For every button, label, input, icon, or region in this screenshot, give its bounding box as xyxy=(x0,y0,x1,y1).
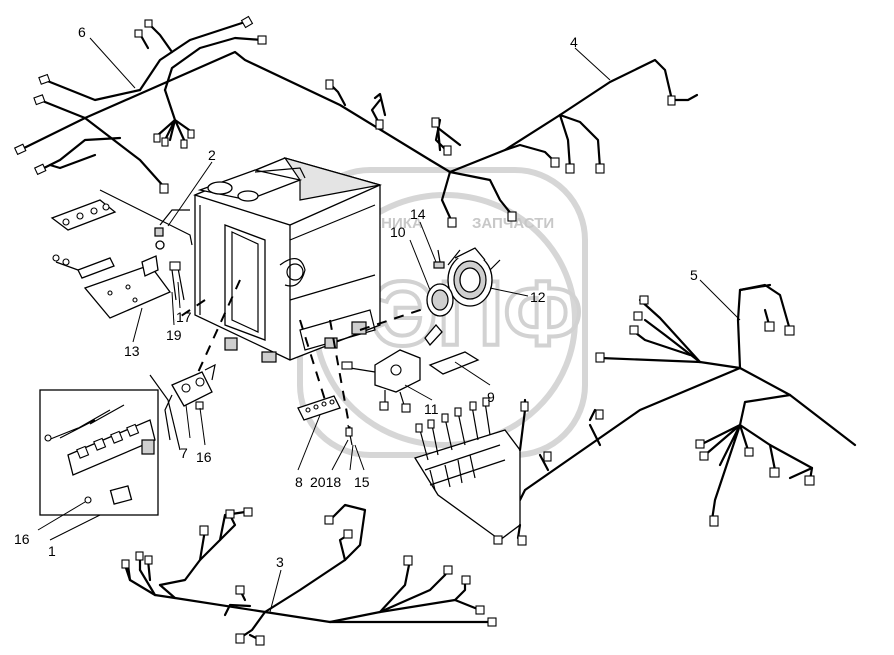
part-7-switch-block xyxy=(149,363,216,451)
part-10-ring xyxy=(426,283,454,317)
part-2-connector xyxy=(154,209,190,250)
part-13-relay-plate xyxy=(50,189,193,319)
callout-12: 12 xyxy=(530,289,546,305)
callout-20-18: 2018 xyxy=(310,474,341,490)
callout-15: 15 xyxy=(354,474,370,490)
part-8-fuse-block xyxy=(297,395,353,446)
harness-3 xyxy=(121,503,497,646)
callout-10: 10 xyxy=(390,224,406,240)
callout-16-left: 16 xyxy=(14,531,30,547)
callout-3: 3 xyxy=(276,554,284,570)
callout-leaders xyxy=(37,37,741,613)
callout-2: 2 xyxy=(208,147,216,163)
part-1-switch-panel xyxy=(39,389,159,516)
callout-9: 9 xyxy=(487,389,495,405)
callout-8: 8 xyxy=(295,474,303,490)
watermark-text-right: ЗАПЧАСТИ xyxy=(472,215,554,232)
callout-17: 17 xyxy=(176,309,192,325)
callout-13: 13 xyxy=(124,343,140,359)
callout-7: 7 xyxy=(180,445,188,461)
harness-5 xyxy=(518,283,857,527)
connector-block xyxy=(414,397,529,546)
callout-5: 5 xyxy=(690,267,698,283)
cab-body xyxy=(193,156,382,363)
callout-4: 4 xyxy=(570,34,578,50)
part-12-gauge xyxy=(447,247,501,307)
harness-6 xyxy=(13,15,432,194)
callout-6: 6 xyxy=(78,24,86,40)
part-14-bracket xyxy=(433,249,445,269)
callout-labels: 1 2 3 4 5 6 7 8 9 10 11 12 13 14 15 16 1… xyxy=(14,24,698,570)
callout-19: 19 xyxy=(166,327,182,343)
callout-16-right: 16 xyxy=(196,449,212,465)
part-11-steering-switch xyxy=(341,323,443,413)
callout-11: 11 xyxy=(424,401,439,417)
part-9-plate xyxy=(428,351,480,375)
callout-14: 14 xyxy=(410,206,426,222)
callout-1: 1 xyxy=(48,543,56,559)
harness-4 xyxy=(325,58,699,228)
